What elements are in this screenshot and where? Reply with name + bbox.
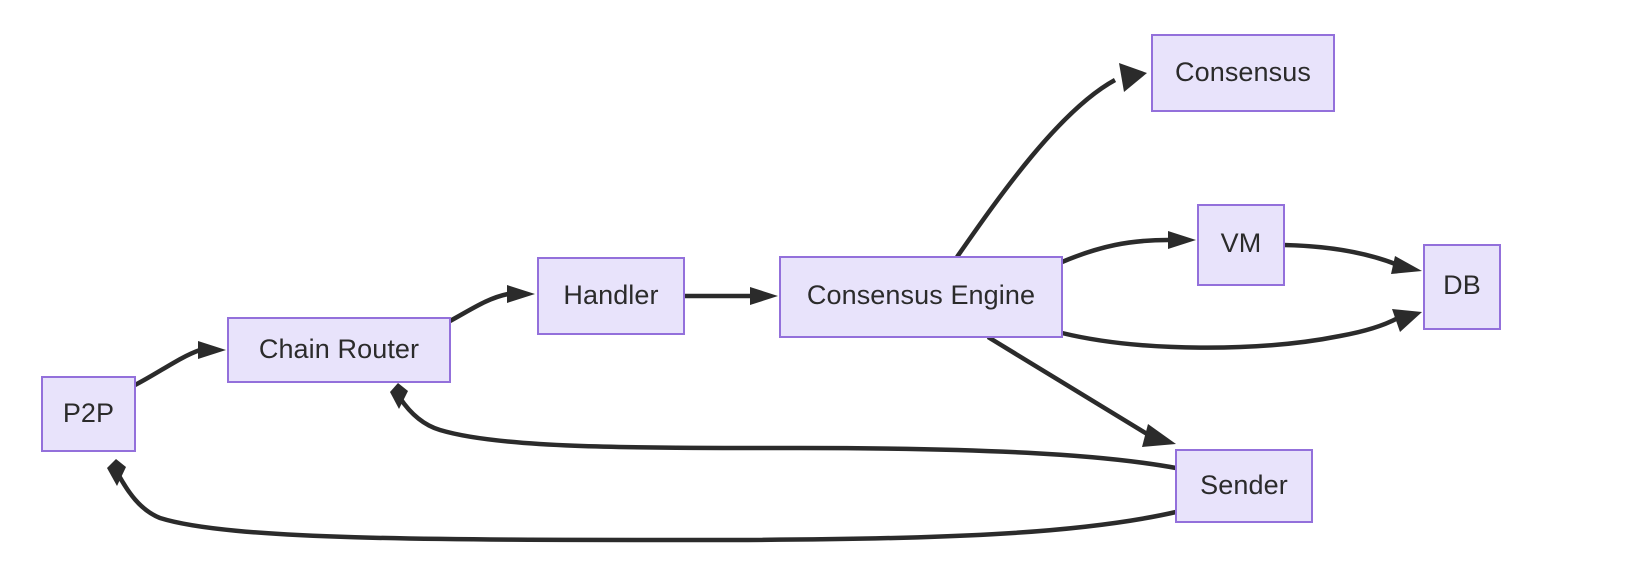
node-db[interactable]: DB [1423,244,1501,330]
edge-consensus-engine-to-sender[interactable] [986,335,1176,447]
node-sender-box[interactable] [1175,449,1313,523]
edge-p2p-to-chain-router[interactable] [133,341,226,387]
node-layer: P2P Chain Router Handler Consensus Engin… [41,34,1501,523]
node-sender[interactable]: Sender [1175,449,1313,523]
node-vm-box[interactable] [1197,204,1285,286]
node-consensus-box[interactable] [1151,34,1335,112]
edge-handler-to-consensus-engine[interactable] [684,287,778,305]
node-db-box[interactable] [1423,244,1501,330]
edge-chain-router-to-handler[interactable] [448,285,535,323]
node-handler-box[interactable] [537,257,685,335]
node-consensus-engine[interactable]: Consensus Engine [779,256,1063,338]
edge-consensus-engine-to-consensus[interactable] [955,63,1147,259]
edge-sender-to-p2p[interactable] [107,459,1177,543]
node-consensus-engine-box[interactable] [779,256,1063,338]
edge-consensus-engine-to-vm[interactable] [1061,231,1196,265]
edge-sender-to-chain-router[interactable] [390,383,1177,471]
node-p2p-box[interactable] [41,376,136,452]
edge-consensus-engine-to-db[interactable] [1061,309,1422,350]
node-handler[interactable]: Handler [537,257,685,335]
node-chain-router[interactable]: Chain Router [227,317,451,383]
node-vm[interactable]: VM [1197,204,1285,286]
node-p2p[interactable]: P2P [41,376,136,452]
node-chain-router-box[interactable] [227,317,451,383]
edge-vm-to-db[interactable] [1283,242,1422,274]
edge-layer [107,63,1422,543]
node-consensus[interactable]: Consensus [1151,34,1335,112]
